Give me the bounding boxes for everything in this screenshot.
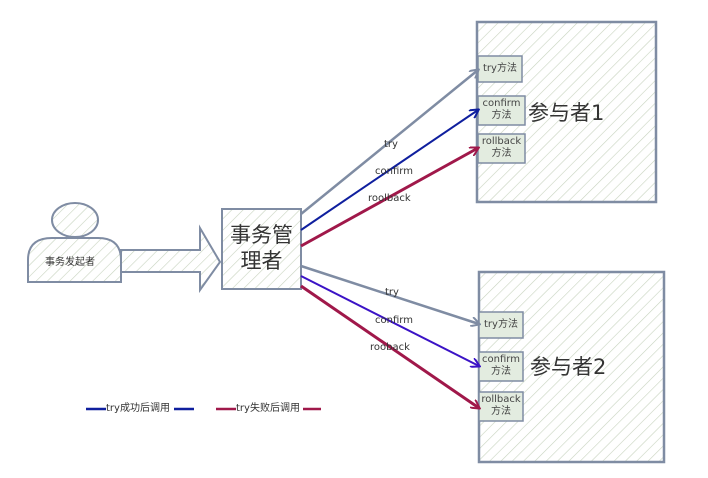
initiator-person-icon [27,202,122,283]
participant1-title: 参与者1 [528,101,605,125]
initiator-label: 事务发起者 [45,257,95,268]
legend-success-label: try成功后调用 [106,403,170,414]
p2-confirm-method-label: confirm 方法 [482,354,520,377]
legend-failure-label: try失败后调用 [236,403,300,414]
p2-rollback-method-label: rollback 方法 [481,394,521,417]
p1-confirm-method-box [477,95,526,126]
p1-rollback-method-box [477,133,526,164]
p2-try-method-box [478,311,524,339]
manager-label: 事务管 理者 [222,222,301,274]
p1-rollback-method-label: rollback 方法 [481,136,522,159]
edge-p1-confirm-label: confirm [375,166,413,177]
initiator-to-manager-arrow [120,224,222,294]
manager-label-line2: 理者 [240,249,283,273]
edge-p2-confirm-label: confirm [375,315,413,326]
edge-p2-rollback [300,284,479,408]
p1-confirm-method-label: confirm 方法 [482,98,521,121]
edge-p2-try [300,264,479,324]
edge-p2-try-label: try [385,287,399,298]
edge-p1-rollback-label: roolback [368,193,411,204]
manager-label-line1: 事务管 [230,223,293,247]
p2-confirm-method-box [478,351,524,382]
edge-p1-rollback [300,148,478,248]
edge-p2-rollback-label: rooback [370,342,410,353]
edge-p2-confirm [300,275,479,366]
p2-try-method-label: try方法 [484,319,518,330]
manager-box [221,208,302,290]
edge-p1-confirm [300,110,478,231]
participant2-title: 参与者2 [530,355,607,379]
edge-p1-try [300,70,478,215]
p1-try-method-label: try方法 [483,63,517,74]
edge-p1-try-label: try [384,139,398,150]
